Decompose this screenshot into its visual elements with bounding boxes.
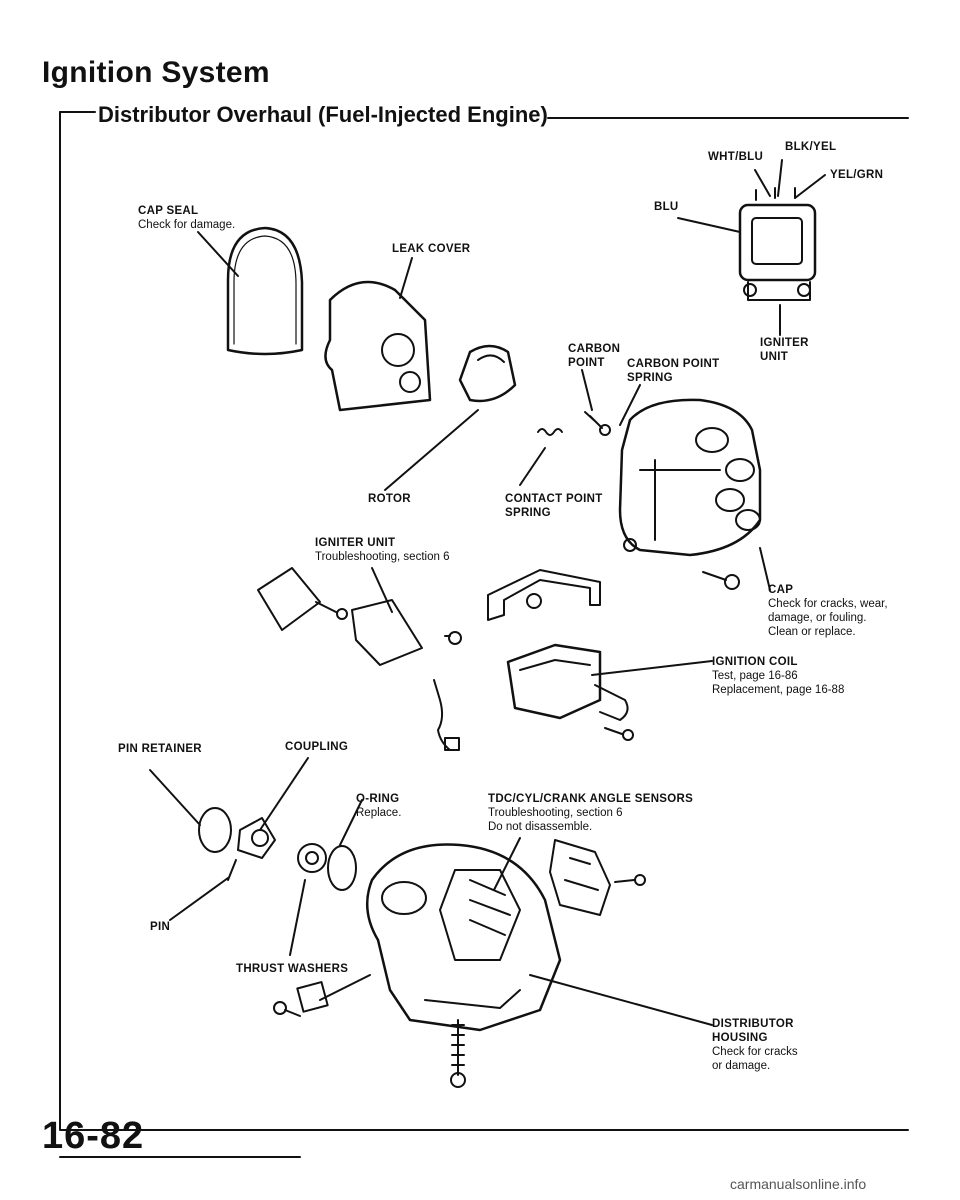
label-rotor: ROTOR bbox=[368, 493, 411, 505]
ignition-coil-part bbox=[506, 643, 602, 720]
label-pin-retainer: PIN RETAINER bbox=[118, 743, 202, 755]
wire-leader-wht-blu bbox=[754, 169, 771, 197]
label-coupling: COUPLING bbox=[285, 741, 349, 753]
label-igniter-unit: IGNITER UNIT bbox=[315, 537, 396, 549]
cap-bolt-part bbox=[702, 571, 727, 581]
label-igniter-unit-top: IGNITER UNIT bbox=[760, 337, 809, 363]
pin-leader bbox=[169, 877, 229, 921]
label-ignition-coil: IGNITION COIL bbox=[712, 656, 798, 668]
label-distributor-housing: DISTRIBUTOR HOUSING bbox=[712, 1018, 794, 1044]
page-title: Ignition System bbox=[42, 56, 270, 89]
sensor-bracket-part bbox=[549, 839, 611, 916]
ignition-coil-leader bbox=[591, 660, 713, 676]
carbon-point-part bbox=[584, 411, 603, 429]
label-contact-point-spring: CONTACT POINT SPRING bbox=[505, 493, 603, 519]
label-tdc-sensors: TDC/CYL/CRANK ANGLE SENSORS bbox=[488, 793, 694, 805]
label-yel-grn: YEL/GRN bbox=[830, 169, 884, 181]
thrust-washers-leader bbox=[289, 879, 306, 956]
section-frame bbox=[59, 111, 909, 1131]
cap-leader bbox=[759, 547, 771, 591]
cap-seal-part bbox=[226, 226, 304, 356]
thrust-washer-part bbox=[297, 843, 327, 873]
note-cap-seal: Check for damage. bbox=[138, 219, 236, 231]
label-leak-cover: LEAK COVER bbox=[392, 243, 471, 255]
housing-leader bbox=[529, 974, 713, 1026]
wire-leader-yel-grn bbox=[794, 174, 826, 199]
note-tdc-sensors: Troubleshooting, section 6 Do not disass… bbox=[488, 807, 623, 833]
igniter-unit-top-part bbox=[738, 203, 817, 282]
section-subtitle: Distributor Overhaul (Fuel-Injected Engi… bbox=[98, 102, 548, 127]
label-blk-yel: BLK/YEL bbox=[785, 141, 837, 153]
igniter-unit-leader bbox=[371, 567, 393, 613]
distributor-cap-part bbox=[618, 398, 762, 557]
pin-part bbox=[227, 859, 237, 881]
label-cap-seal: CAP SEAL bbox=[138, 205, 199, 217]
cap-seal-leader bbox=[197, 231, 239, 277]
wire-leader-blu bbox=[677, 217, 741, 233]
wire-leader-blk-yel bbox=[777, 159, 783, 197]
label-cap: CAP bbox=[768, 584, 794, 596]
label-thrust-washers: THRUST WASHERS bbox=[236, 963, 349, 975]
carbon-point-leader bbox=[581, 369, 593, 411]
page-number: 16-82 bbox=[42, 1115, 145, 1157]
coupling-leader bbox=[259, 757, 309, 831]
leak-cover-leader bbox=[399, 257, 413, 299]
sensors-leader bbox=[493, 837, 521, 891]
footer-watermark: carmanualsonline.info bbox=[730, 1176, 867, 1192]
note-distributor-housing: Check for cracks or damage. bbox=[712, 1046, 798, 1072]
leak-cover-part bbox=[324, 280, 432, 412]
o-ring-leader bbox=[339, 799, 363, 846]
pin-retainer-part bbox=[198, 807, 232, 853]
rotor-leader bbox=[384, 409, 479, 491]
contact-spring-leader bbox=[519, 447, 546, 486]
rotor-part bbox=[458, 344, 517, 403]
o-ring-part bbox=[327, 845, 357, 891]
igniter-plate-part bbox=[257, 567, 321, 631]
label-carbon-point-spring: CARBON POINT SPRING bbox=[627, 358, 720, 384]
label-blu: BLU bbox=[654, 201, 679, 213]
igniter-unit-part bbox=[351, 599, 423, 666]
note-cap: Check for cracks, wear, damage, or fouli… bbox=[768, 598, 888, 638]
note-o-ring: Replace. bbox=[356, 807, 402, 819]
housing-leader-washer bbox=[319, 974, 371, 1001]
thrust-bolt-part bbox=[284, 1009, 301, 1017]
igniter-screw-part bbox=[315, 601, 337, 613]
igniter-wire-part bbox=[433, 679, 451, 751]
label-carbon-point: CARBON POINT bbox=[568, 343, 621, 369]
coil-cover-part bbox=[487, 569, 601, 621]
pin-retainer-leader bbox=[149, 769, 201, 826]
label-pin: PIN bbox=[150, 921, 171, 933]
label-wht-blu: WHT/BLU bbox=[708, 151, 764, 163]
contact-spring-part bbox=[537, 428, 563, 436]
distributor-housing-part bbox=[366, 843, 562, 1032]
coupling-part bbox=[237, 817, 276, 859]
note-ignition-coil: Test, page 16-86 Replacement, page 16-88 bbox=[712, 670, 845, 696]
note-igniter-unit: Troubleshooting, section 6 bbox=[315, 551, 450, 563]
carbon-point-spring-leader bbox=[619, 384, 641, 426]
label-o-ring: O-RING bbox=[356, 793, 400, 805]
